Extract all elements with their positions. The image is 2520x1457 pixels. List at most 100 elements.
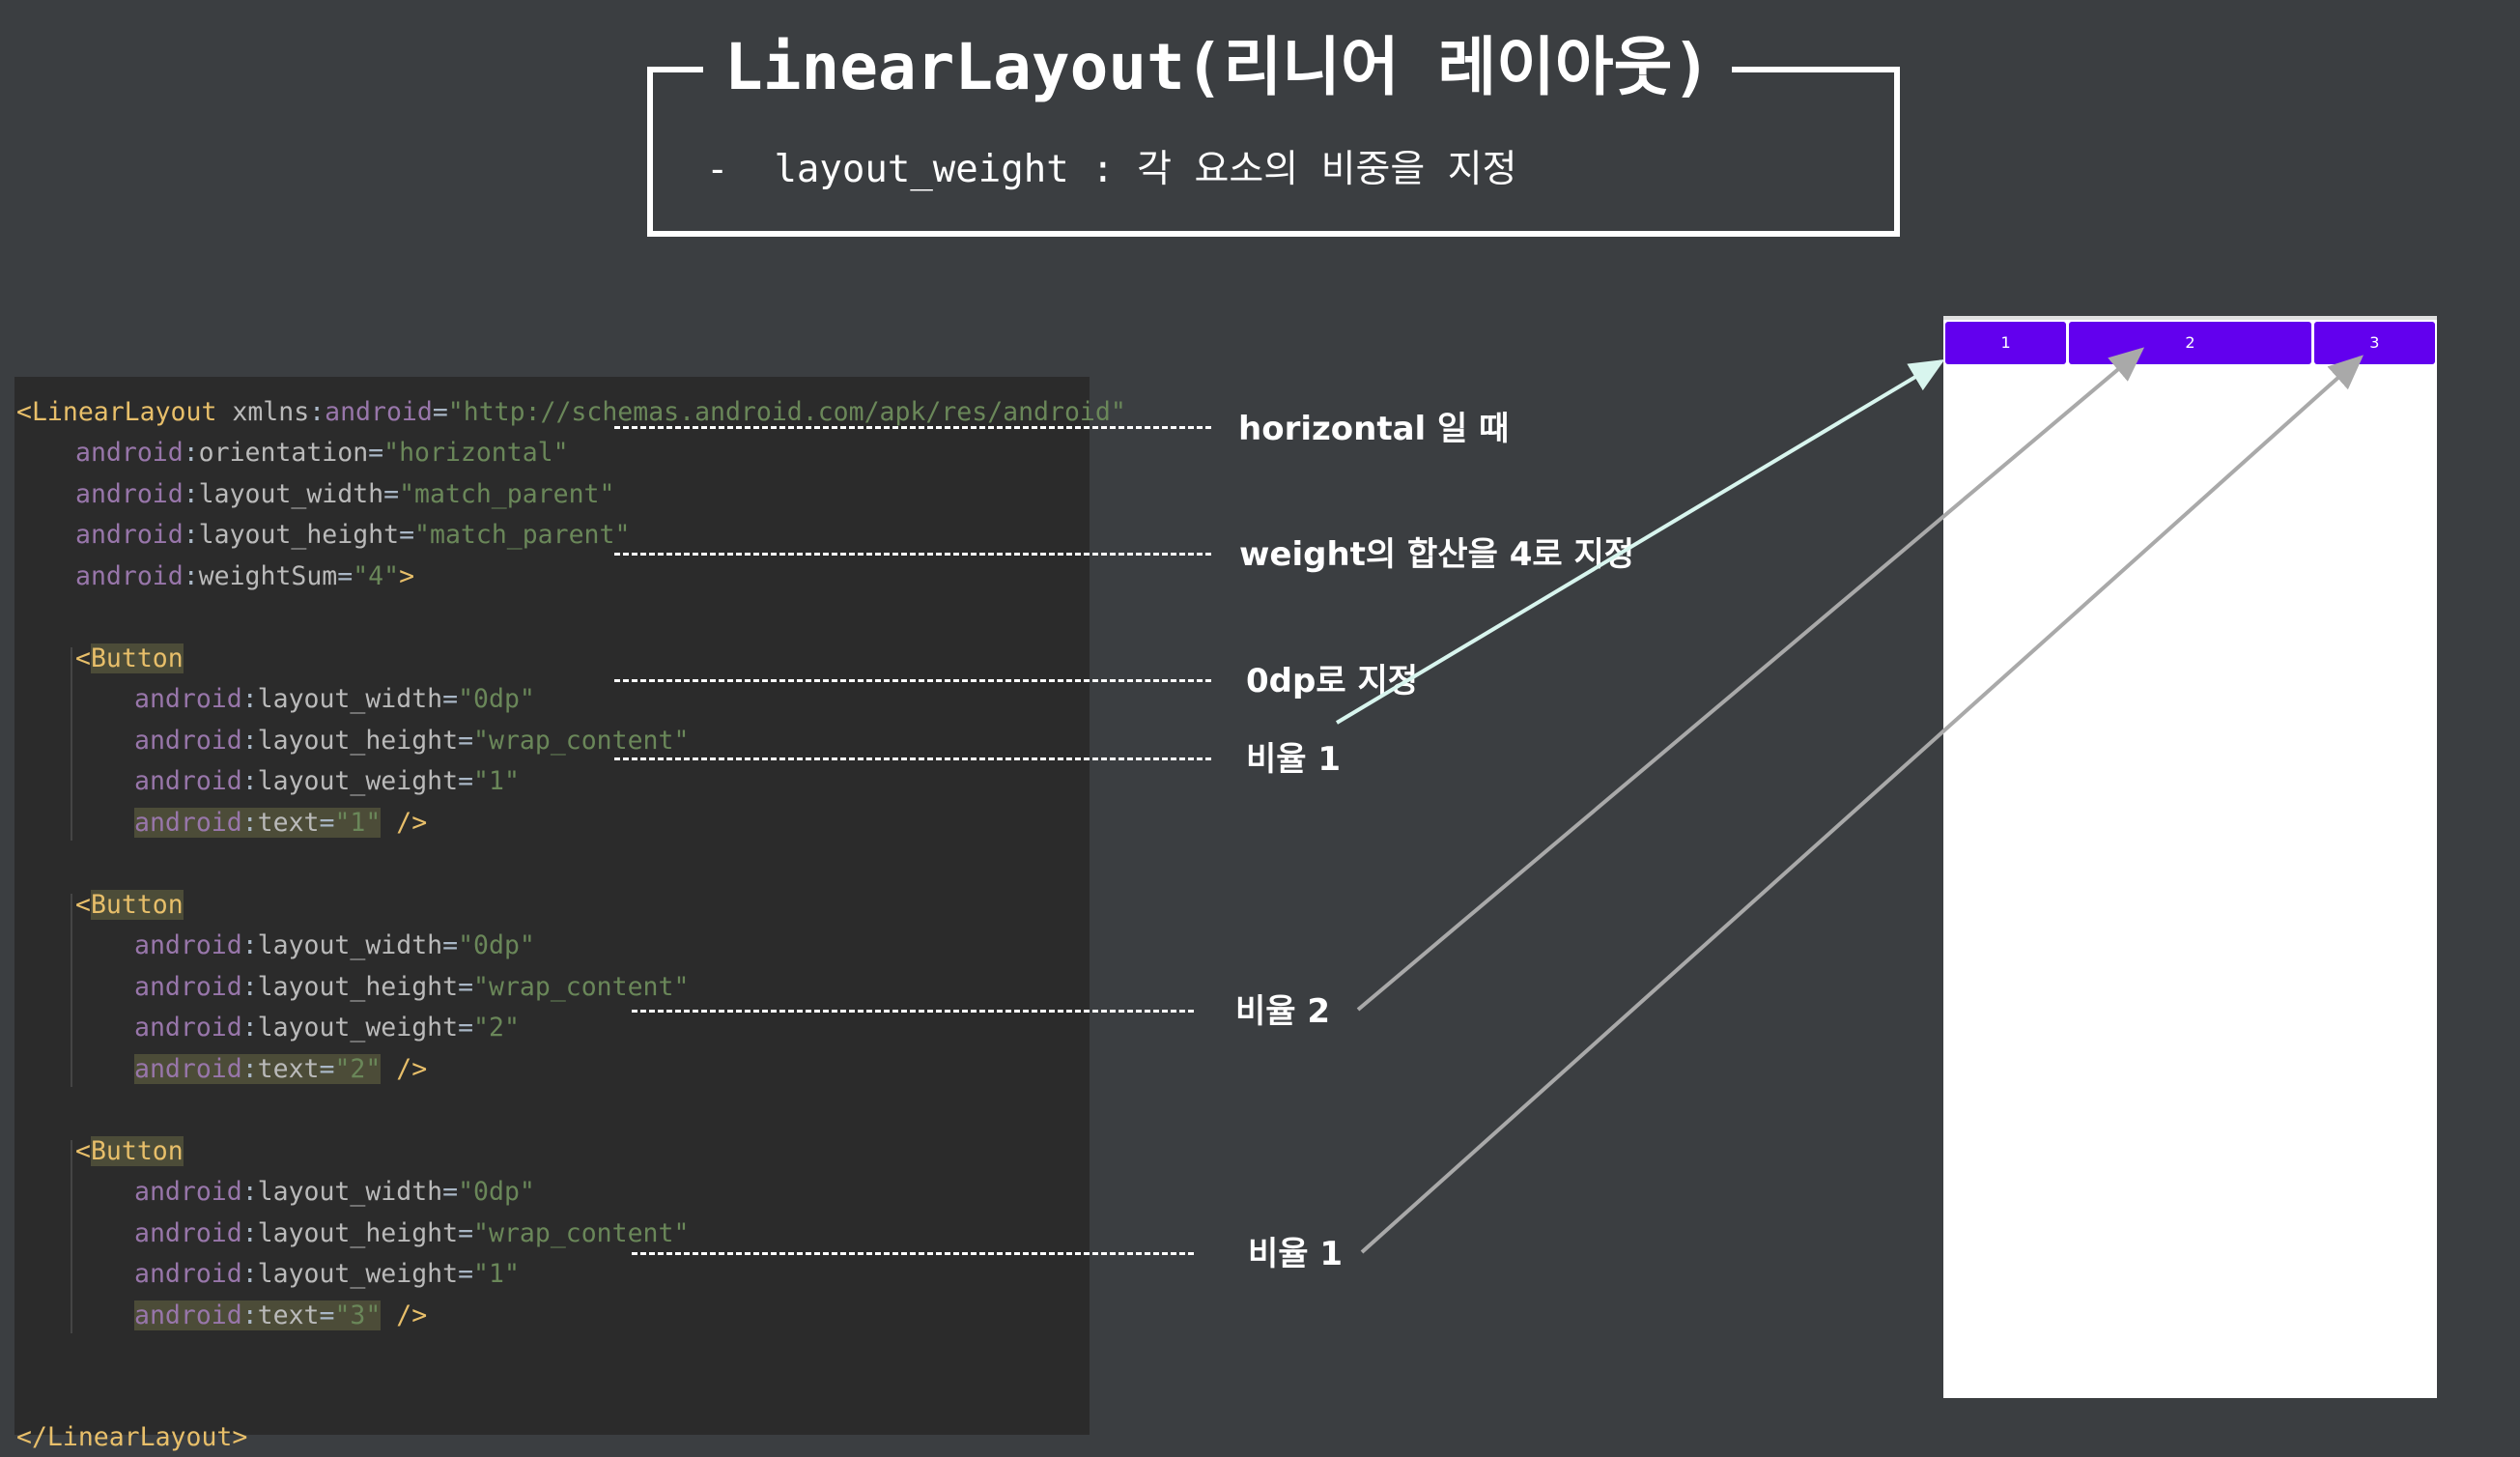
code-attr-value: "1" bbox=[473, 1259, 520, 1289]
code-namespace: android bbox=[75, 479, 184, 509]
dashed-connector bbox=[614, 757, 1211, 760]
code-line-button-attr: android:layout_weight="1" bbox=[134, 1259, 520, 1289]
code-line-button-attr: android:layout_height="wrap_content" bbox=[134, 972, 690, 1002]
code-tag: Button bbox=[90, 643, 184, 673]
code-attr-name: layout_width bbox=[198, 479, 384, 509]
code-namespace: android bbox=[134, 1218, 242, 1248]
preview-top-edge bbox=[1943, 316, 2437, 320]
code-line-orientation: android:orientation="horizontal" bbox=[75, 438, 569, 468]
arrow-to-button-3 bbox=[1360, 355, 2364, 1254]
code-attr-value: "2" bbox=[334, 1054, 382, 1084]
code-namespace: android bbox=[325, 397, 433, 427]
code-namespace: android bbox=[134, 1300, 242, 1330]
code-attr-value: "match_parent" bbox=[399, 479, 615, 509]
arrow-to-preview-row bbox=[1335, 358, 1945, 725]
code-attr-value: "wrap_content" bbox=[473, 1218, 690, 1248]
annotation-ratio-second: 비율 2 bbox=[1235, 992, 1331, 1031]
annotation-weight-sum: weight의 합산을 4로 지정 bbox=[1239, 535, 1635, 574]
code-line-button-attr: android:layout_height="wrap_content" bbox=[134, 726, 690, 756]
code-attr-value: "1" bbox=[334, 808, 382, 838]
code-attr-value: "2" bbox=[473, 1013, 520, 1043]
code-line-button-open: <Button bbox=[75, 640, 184, 678]
code-attr-name: orientation bbox=[198, 438, 369, 468]
code-attr-value: "0dp" bbox=[458, 684, 535, 714]
code-line-button-attr: android:layout_width="0dp" bbox=[134, 1177, 535, 1207]
dashed-connector bbox=[614, 426, 1211, 429]
code-namespace: android bbox=[134, 726, 242, 756]
code-attr-name: layout_weight bbox=[257, 766, 459, 796]
code-line-root-open: <LinearLayout xmlns:android="http://sche… bbox=[16, 397, 1126, 427]
code-tag: Button bbox=[90, 1136, 184, 1166]
code-namespace: android bbox=[134, 1259, 242, 1289]
code-namespace: android bbox=[75, 438, 184, 468]
code-attr-name: text bbox=[257, 1300, 320, 1330]
code-panel: <LinearLayout xmlns:android="http://sche… bbox=[14, 377, 1126, 1452]
code-attr-value: "wrap_content" bbox=[473, 726, 690, 756]
code-tag: < bbox=[75, 643, 91, 673]
code-line-button-attr: android:text="3" /> bbox=[134, 1300, 428, 1330]
code-tag: /> bbox=[381, 808, 428, 838]
page-title: LinearLayout(리니어 레이아웃) bbox=[703, 19, 1733, 116]
code-attr-name: layout_width bbox=[257, 1177, 443, 1207]
code-attr-name: layout_height bbox=[257, 1218, 459, 1248]
code-line-button-attr: android:layout_weight="2" bbox=[134, 1013, 520, 1043]
code-attr-name: text bbox=[257, 1054, 320, 1084]
code-line-weight-sum: android:weightSum="4"> bbox=[75, 561, 415, 591]
code-attr-value: "4" bbox=[353, 561, 400, 591]
code-tag: /> bbox=[381, 1054, 428, 1084]
code-tag: <LinearLayout bbox=[16, 397, 217, 427]
code-tag: < bbox=[75, 890, 91, 920]
code-attr-name: layout_width bbox=[257, 684, 443, 714]
code-attr-value: "horizontal" bbox=[383, 438, 569, 468]
code-attr-name: layout_height bbox=[257, 972, 459, 1002]
code-namespace: android bbox=[75, 561, 184, 591]
code-attr-name: layout_height bbox=[257, 726, 459, 756]
code-attr-name: layout_weight bbox=[257, 1013, 459, 1043]
code-line-button-attr: android:text="1" /> bbox=[134, 808, 428, 838]
code-line-button-open: <Button bbox=[75, 1132, 184, 1171]
code-line-root-close: </LinearLayout> bbox=[16, 1418, 247, 1457]
code-tag: </LinearLayout> bbox=[16, 1422, 248, 1452]
arrow-to-button-2 bbox=[1356, 347, 2145, 1012]
code-tag: > bbox=[399, 561, 415, 591]
dashed-connector bbox=[614, 553, 1211, 556]
code-attr-value: "0dp" bbox=[458, 1177, 535, 1207]
preview-button-1[interactable]: 1 bbox=[1945, 322, 2067, 364]
code-attr-name: layout_width bbox=[257, 930, 443, 960]
code-namespace: android bbox=[134, 808, 242, 838]
code-line-button-attr: android:text="2" /> bbox=[134, 1054, 428, 1084]
code-line-button-attr: android:layout_width="0dp" bbox=[134, 684, 535, 714]
code-attr-value: "http://schemas.android.com/apk/res/andr… bbox=[447, 397, 1126, 427]
code-namespace: android bbox=[134, 1054, 242, 1084]
dashed-connector bbox=[614, 679, 1211, 682]
code-line-layout-height: android:layout_height="match_parent" bbox=[75, 520, 631, 550]
code-attr-value: "1" bbox=[473, 766, 520, 796]
annotation-ratio-third: 비율 1 bbox=[1248, 1235, 1344, 1273]
indent-guide bbox=[71, 1140, 72, 1333]
code-namespace: android bbox=[134, 1177, 242, 1207]
code-tag: Button bbox=[90, 890, 184, 920]
title-box: LinearLayout(리니어 레이아웃) - layout_weight :… bbox=[647, 19, 1900, 237]
code-namespace: android bbox=[134, 766, 242, 796]
code-tag: < bbox=[75, 1136, 91, 1166]
code-attr-name: layout_height bbox=[198, 520, 400, 550]
code-attr-value: "3" bbox=[334, 1300, 382, 1330]
code-namespace: android bbox=[134, 930, 242, 960]
code-attr-value: "wrap_content" bbox=[473, 972, 690, 1002]
code-line-layout-width: android:layout_width="match_parent" bbox=[75, 479, 615, 509]
indent-guide bbox=[71, 647, 72, 841]
code-line-button-attr: android:layout_height="wrap_content" bbox=[134, 1218, 690, 1248]
code-namespace: android bbox=[134, 684, 242, 714]
annotation-zero-dp: 0dp로 지정 bbox=[1246, 662, 1419, 700]
code-tag: /> bbox=[381, 1300, 428, 1330]
code-line-button-attr: android:layout_width="0dp" bbox=[134, 930, 535, 960]
code-line-button-open: <Button bbox=[75, 886, 184, 925]
code-attr-value: "match_parent" bbox=[414, 520, 631, 550]
code-namespace: android bbox=[75, 520, 184, 550]
dashed-connector bbox=[632, 1010, 1194, 1013]
indent-guide bbox=[71, 894, 72, 1087]
code-attr-name: text bbox=[257, 808, 320, 838]
code-line-button-attr: android:layout_weight="1" bbox=[134, 766, 520, 796]
code-attr-name: layout_weight bbox=[257, 1259, 459, 1289]
